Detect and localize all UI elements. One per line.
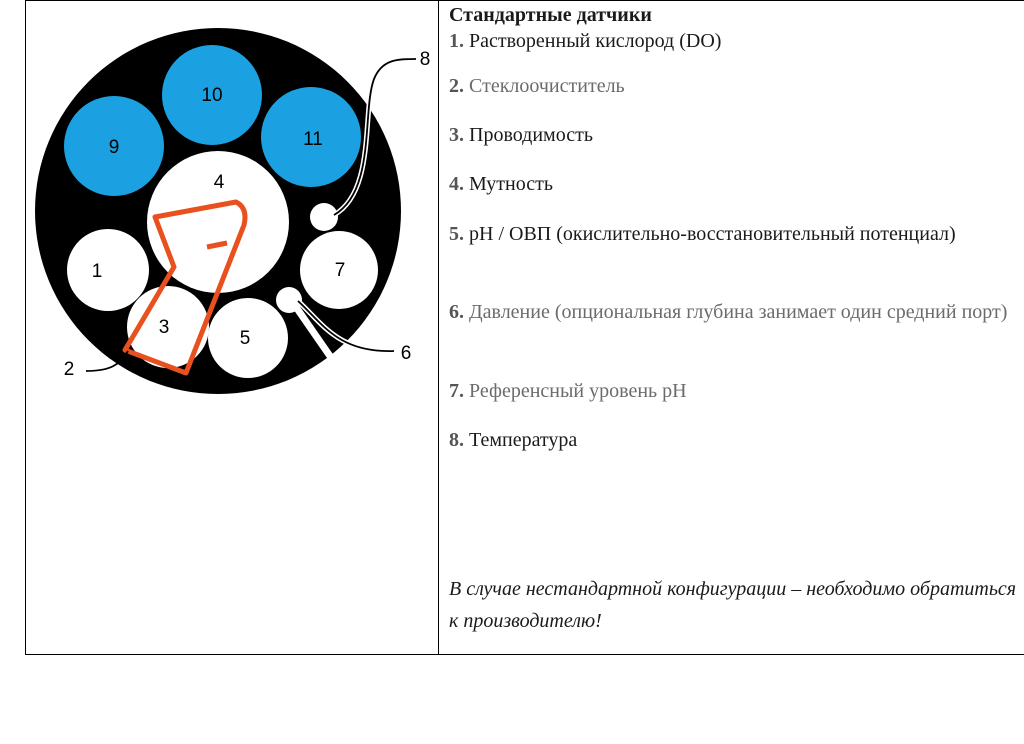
port-4 [147, 151, 289, 293]
callout-label-8: 8 [420, 49, 431, 70]
port-label-7: 7 [335, 260, 346, 281]
sensor-list-heading: Стандартные датчики [449, 4, 652, 26]
sensor-item-4: 4. Мутность [449, 169, 1019, 200]
table-column-divider [438, 0, 439, 655]
sensor-item-text: Растворенный кислород (DO) [469, 30, 722, 52]
wiper-2 [122, 199, 248, 376]
sensor-item-number: 4. [449, 173, 464, 195]
sensor-item-text: Стеклоочиститель [469, 75, 625, 97]
sensor-table [25, 0, 1024, 655]
port-5 [208, 298, 288, 378]
sensor-item-text: pH / ОВП (окислительно-восстановительный… [469, 223, 956, 245]
port-label-9: 9 [109, 137, 120, 158]
callout-line-8 [333, 58, 417, 216]
sensor-item-text: Референсный уровень pH [469, 380, 687, 402]
sensor-item-number: 5. [449, 223, 464, 245]
port-7 [300, 231, 378, 309]
sensor-item-text: Мутность [469, 173, 553, 195]
port-label-5: 5 [240, 328, 251, 349]
sensor-item-number: 2. [449, 75, 464, 97]
sonde-diagram-cell: 1 3 4 5 7 9 10 11 2 6 8 [26, 1, 438, 654]
sensor-item-number: 6. [449, 301, 464, 323]
port-1 [67, 229, 149, 311]
custom-config-note: В случае нестандартной конфигурации – не… [449, 578, 1017, 632]
port-label-10: 10 [201, 85, 222, 106]
sensor-item-text: Проводимость [469, 124, 593, 146]
table-top-border [25, 0, 1024, 1]
sensor-item-3: 3. Проводимость [449, 120, 1019, 151]
sensor-item-7: 7. Референсный уровень pH [449, 376, 1019, 407]
pressure-slot [292, 303, 336, 363]
callout-line-6 [297, 300, 395, 352]
port-3 [127, 286, 209, 368]
sensor-item-6: 6. Давление (опциональная глубина занима… [449, 297, 1019, 328]
port-10 [162, 45, 262, 145]
sensor-item-number: 8. [449, 429, 464, 451]
port-label-11: 11 [303, 129, 323, 150]
sensor-item-text: Температура [469, 429, 578, 451]
sensor-item-text: Давление (опциональная глубина занимает … [469, 301, 1008, 323]
sensor-item-number: 3. [449, 124, 464, 146]
port-8-temperature [310, 203, 338, 231]
sensor-item-number: 7. [449, 380, 464, 402]
port-label-4: 4 [214, 172, 225, 193]
port-label-1: 1 [92, 261, 103, 282]
sensor-item-1: 1. Растворенный кислород (DO) [449, 26, 1019, 57]
callout-label-2: 2 [64, 359, 75, 380]
sensor-item-2: 2. Стеклоочиститель [449, 71, 1019, 102]
callout-label-6: 6 [401, 343, 412, 364]
port-9 [64, 96, 164, 196]
sensor-item-5: 5. pH / ОВП (окислительно-восстановитель… [449, 219, 1019, 250]
port-label-3: 3 [159, 317, 170, 338]
sensor-item-8: 8. Температура [449, 425, 1019, 456]
sonde-port-diagram: 1 3 4 5 7 9 10 11 2 6 8 [35, 28, 431, 394]
callout-line-2 [85, 350, 129, 372]
port-11 [261, 87, 361, 187]
sensor-item-number: 1. [449, 30, 464, 52]
